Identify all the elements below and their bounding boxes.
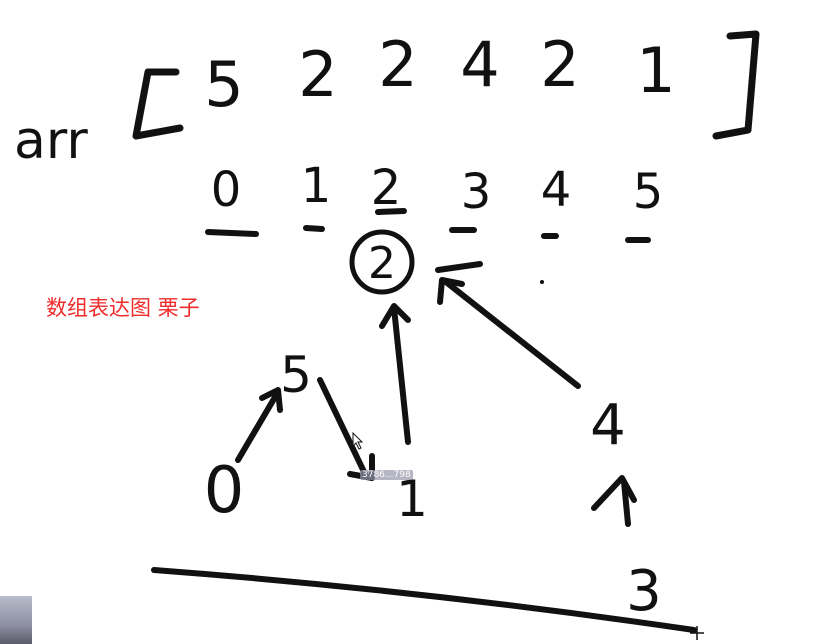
left-child-node: 5 bbox=[280, 346, 312, 404]
array-value: 2 bbox=[298, 38, 337, 111]
edge-middle-to-root bbox=[391, 305, 411, 445]
array-value: 2 bbox=[540, 28, 579, 101]
array-indices: 0 1 2 3 4 5 bbox=[211, 158, 664, 220]
array-value: 1 bbox=[636, 34, 675, 107]
array-index: 0 bbox=[211, 162, 242, 218]
arrowhead-icon bbox=[591, 475, 637, 511]
arrowhead-icon bbox=[379, 303, 411, 329]
array-index: 4 bbox=[541, 162, 572, 218]
crosshair-cursor-icon bbox=[690, 626, 704, 640]
array-index: 1 bbox=[301, 158, 332, 214]
array-value: 2 bbox=[378, 28, 417, 101]
ink-dot bbox=[540, 280, 544, 284]
arrowhead-icon bbox=[437, 277, 465, 305]
root-node: 2 bbox=[368, 238, 396, 289]
right-bracket bbox=[712, 30, 760, 140]
baseline-stroke bbox=[151, 567, 697, 633]
left-grandchild-node: 0 bbox=[204, 454, 245, 528]
array-index: 2 bbox=[371, 160, 402, 216]
array-index: 3 bbox=[461, 164, 492, 220]
array-value: 4 bbox=[460, 28, 499, 101]
array-label: arr bbox=[14, 111, 88, 171]
mouse-cursor-icon bbox=[352, 432, 364, 450]
edge-right-to-root bbox=[443, 279, 581, 389]
right-child-node: 4 bbox=[590, 393, 626, 458]
array-index: 5 bbox=[633, 164, 664, 220]
root-circle bbox=[349, 229, 415, 295]
array-value: 5 bbox=[204, 48, 243, 121]
arrowhead-icon bbox=[259, 387, 283, 413]
edge-grandchild-to-left bbox=[235, 389, 281, 463]
caption-text: 数组表达图 栗子 bbox=[46, 296, 200, 320]
hover-tooltip: 3786...798 bbox=[360, 470, 413, 480]
left-bracket bbox=[132, 68, 184, 140]
video-thumbnail bbox=[0, 596, 32, 644]
right-grandchild-node: 3 bbox=[626, 559, 662, 624]
index-underlines bbox=[205, 208, 651, 273]
array-values: 5 2 2 4 2 1 bbox=[204, 28, 675, 121]
edge-left-to-middle bbox=[317, 377, 369, 479]
